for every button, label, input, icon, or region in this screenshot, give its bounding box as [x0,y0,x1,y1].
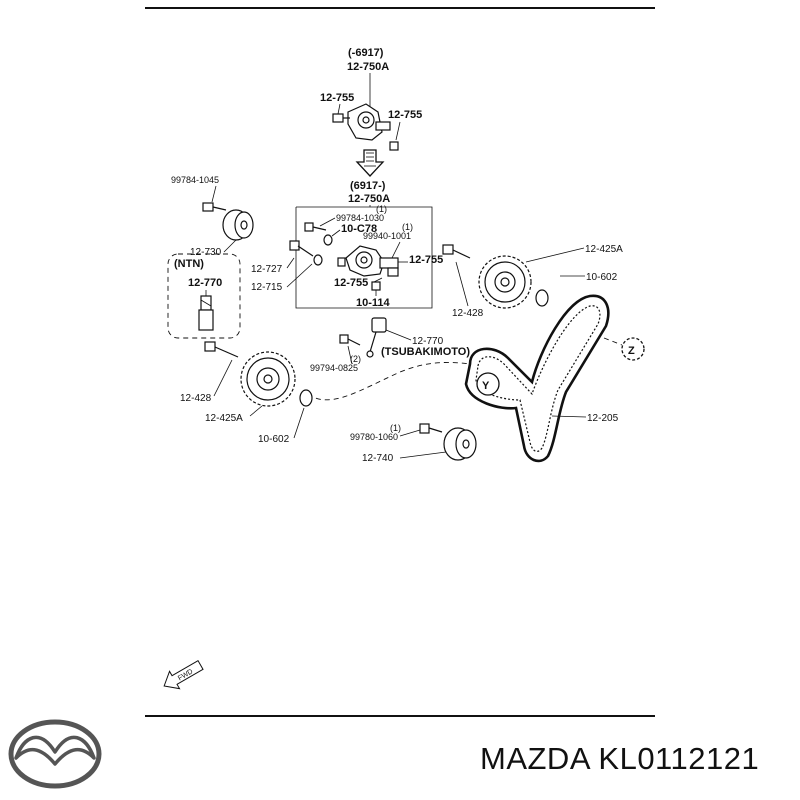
label-bolt-1001: 99940-1001 [363,231,411,241]
ntn-group-box [167,253,241,339]
label-fwd: FWD [177,668,194,682]
label-bolt-727: 12-727 [251,264,283,275]
label-qty-0825: (2) [350,354,361,364]
label-tensioner-old-part: 12-750A [347,61,389,73]
camshaft-sprocket-right [478,255,532,309]
bolt-0825 [339,334,361,346]
label-ref-z: Z [628,345,635,357]
bolt-right-upper [389,141,399,151]
label-bolt-755-left-box: 12-755 [334,277,368,289]
label-bolt-right-upper: 12-755 [388,109,422,121]
camshaft-sprocket-left [240,351,296,407]
label-bolt-428-left: 12-428 [180,393,212,404]
washer-c78 [323,234,333,246]
bolt-755-box-left [337,257,346,267]
part-number-caption: MAZDA KL0112121 [480,741,760,776]
label-bolt-0825: 99794-0825 [310,363,358,373]
label-idler-upper: 12-730 [190,247,222,258]
down-arrow-icon [355,149,385,177]
label-ntn: (NTN) [174,258,204,270]
timing-belt [464,294,610,463]
label-tensioner-old-range: (-6917) [348,47,384,59]
idler-pulley-lower [443,427,477,461]
label-bolt-428-right: 12-428 [452,308,484,319]
label-tensioner-spring-ntn: 12-770 [188,277,222,289]
oil-seal-right [535,289,549,307]
label-tensioner-new-part: 12-750A [348,193,390,205]
label-sprocket-left: 12-425A [205,413,243,424]
fwd-arrow-icon: FWD [163,659,204,690]
tensioner-spring-ntn [198,295,214,331]
label-bolt-left-upper: 12-755 [320,92,354,104]
label-tensioner-spring-tsubaki: 12-770 [412,336,444,347]
label-seal-left: 10-602 [258,434,290,445]
label-bolt-1030: 99784-1030 [336,213,384,223]
washer-715 [313,254,323,266]
tensioner-old-part [347,103,391,141]
tensioner-group-bracket [295,206,433,309]
label-bolt-755-right-box: 12-755 [409,254,443,266]
label-qty-1030: (1) [376,204,387,214]
label-tsubakimoto: (TSUBAKIMOTO) [381,346,470,358]
tensioner-new-part [345,245,399,277]
label-bolt-1060: 99780-1060 [350,432,398,442]
label-qty-1001: (1) [402,222,413,232]
label-ref-y: Y [482,380,490,392]
bolt-1060 [419,423,443,434]
label-cover-114: 10-114 [356,297,391,309]
label-washer-c78: 10-C78 [341,223,377,235]
bolt-1030 [304,222,327,232]
oil-seal-left [299,389,313,407]
label-washer-715: 12-715 [251,282,283,293]
label-sprocket-right: 12-425A [585,244,623,255]
bolt-727 [289,240,314,257]
belt-path-guide [307,362,471,401]
label-bolt-1045: 99784-1045 [171,175,219,185]
label-seal-right: 10-602 [586,272,618,283]
ref-marker-z: Z [621,337,645,361]
label-qty-1060: (1) [390,423,401,433]
mazda-logo [8,719,102,789]
idler-pulley-upper [222,209,254,241]
label-idler-lower: 12-740 [362,453,394,464]
ref-marker-y: Y [476,372,500,396]
cover-114 [371,281,381,291]
bolt-428-right [442,244,471,259]
bolt-1045 [202,202,227,212]
label-tensioner-new-range: (6917-) [350,180,386,192]
label-belt: 12-205 [587,413,619,424]
bolt-428-left [204,341,239,358]
tensioner-spring-tsubaki [366,317,387,358]
bolt-left-upper [332,113,350,123]
